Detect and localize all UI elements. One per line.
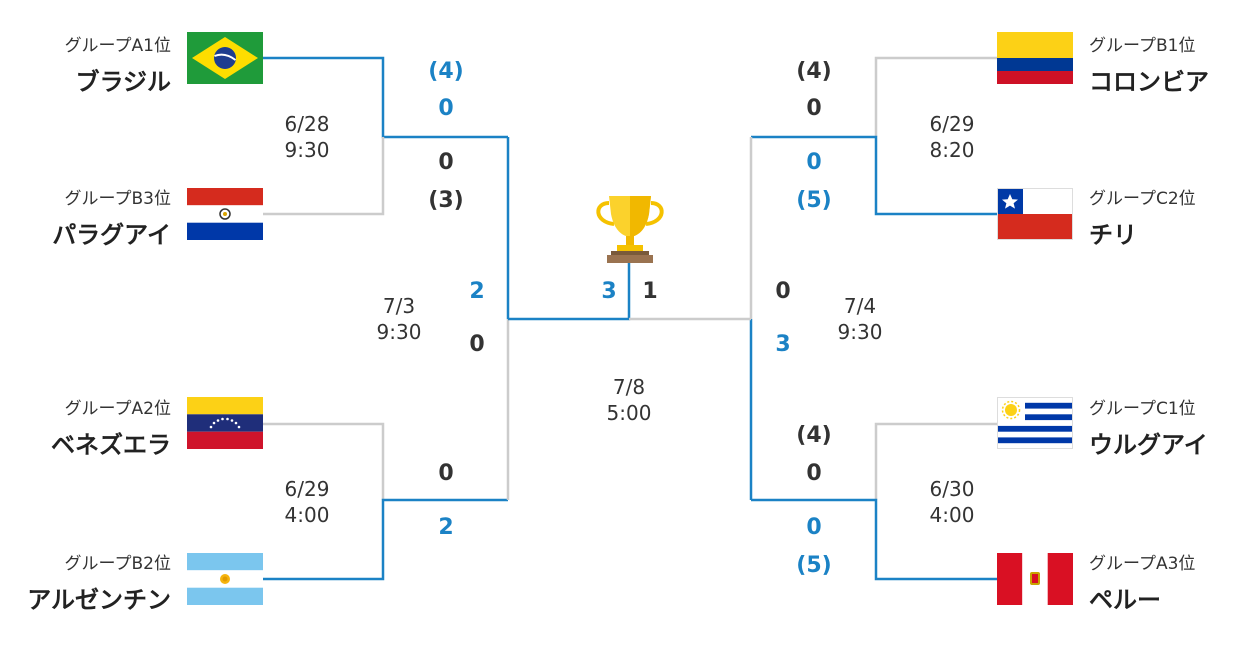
final-datetime: 7/8 5:00 — [569, 374, 689, 426]
uruguay-flag-icon — [997, 397, 1073, 449]
colombia-flag-icon — [997, 32, 1073, 84]
team-colombia-group: グループB1位 — [1089, 36, 1196, 56]
line-brazil — [263, 56, 508, 139]
qf2-date: 6/29 — [284, 477, 330, 501]
sf1-time: 9:30 — [376, 320, 422, 344]
qf3-bottom-pk: (5) — [796, 188, 832, 213]
sf2-bottom-score: 3 — [775, 332, 791, 357]
qf3-time: 8:20 — [929, 138, 975, 162]
team-colombia-name: コロンビア — [1089, 68, 1209, 96]
sf1-date: 7/3 — [382, 294, 416, 318]
qf1-bottom-pk: (3) — [428, 188, 464, 213]
qf4-top-pk: (4) — [796, 423, 832, 448]
team-argentina-name: アルゼンチン — [27, 586, 171, 614]
sf2-datetime: 7/4 9:30 — [800, 293, 920, 345]
qf1-datetime: 6/28 9:30 — [247, 111, 367, 163]
team-chile-name: チリ — [1089, 221, 1137, 249]
qf4-time: 4:00 — [929, 503, 975, 527]
paraguay-flag-icon — [187, 188, 263, 240]
brazil-flag-icon — [187, 32, 263, 84]
final-left-score: 3 — [601, 279, 617, 304]
argentina-flag-icon — [187, 553, 263, 605]
line-chile — [751, 135, 997, 216]
qf1-date: 6/28 — [284, 112, 330, 136]
line-venezuela — [263, 422, 385, 500]
team-venezuela-name: ベネズエラ — [51, 431, 171, 459]
qf1-top-pk: (4) — [428, 59, 464, 84]
team-paraguay-name: パラグアイ — [52, 221, 171, 249]
sf1-top-score: 2 — [469, 279, 485, 304]
final-right-score: 1 — [642, 279, 658, 304]
line-uruguay — [874, 422, 997, 500]
qf3-bottom-score: 0 — [806, 150, 822, 175]
team-peru-name: ペルー — [1089, 586, 1161, 614]
qf3-top-score: 0 — [806, 96, 822, 121]
final-time: 5:00 — [606, 401, 652, 425]
team-chile-group: グループC2位 — [1089, 189, 1196, 209]
qf1-bottom-score: 0 — [438, 150, 454, 175]
qf4-top-score: 0 — [806, 461, 822, 486]
team-uruguay-name: ウルグアイ — [1089, 431, 1208, 459]
team-uruguay-group: グループC1位 — [1089, 399, 1196, 419]
team-brazil-group: グループA1位 — [64, 36, 171, 56]
line-paraguay — [263, 137, 385, 216]
qf3-date: 6/29 — [929, 112, 975, 136]
qf3-datetime: 6/29 8:20 — [892, 111, 1012, 163]
trophy-icon — [596, 196, 664, 263]
sf2-date: 7/4 — [843, 294, 877, 318]
qf1-top-score: 0 — [438, 96, 454, 121]
qf1-time: 9:30 — [284, 138, 330, 162]
sf1-datetime: 7/3 9:30 — [339, 293, 459, 345]
line-peru — [751, 498, 997, 581]
sf2-top-score: 0 — [775, 279, 791, 304]
qf2-time: 4:00 — [284, 503, 330, 527]
qf2-bottom-score: 2 — [438, 515, 454, 540]
qf2-datetime: 6/29 4:00 — [247, 476, 367, 528]
chile-flag-icon — [997, 188, 1073, 240]
line-colombia — [874, 56, 997, 137]
qf4-bottom-score: 0 — [806, 515, 822, 540]
team-venezuela-group: グループA2位 — [64, 399, 171, 419]
qf2-top-score: 0 — [438, 461, 454, 486]
sf2-time: 9:30 — [837, 320, 883, 344]
final-date: 7/8 — [612, 375, 646, 399]
team-brazil-name: ブラジル — [75, 68, 171, 96]
team-peru-group: グループA3位 — [1089, 554, 1196, 574]
qf4-bottom-pk: (5) — [796, 553, 832, 578]
qf4-datetime: 6/30 4:00 — [892, 476, 1012, 528]
team-paraguay-group: グループB3位 — [64, 189, 171, 209]
peru-flag-icon — [997, 553, 1073, 605]
team-argentina-group: グループB2位 — [64, 554, 171, 574]
sf1-bottom-score: 0 — [469, 332, 485, 357]
qf3-top-pk: (4) — [796, 59, 832, 84]
line-argentina — [263, 498, 508, 581]
venezuela-flag-icon — [187, 397, 263, 449]
qf4-date: 6/30 — [929, 477, 975, 501]
